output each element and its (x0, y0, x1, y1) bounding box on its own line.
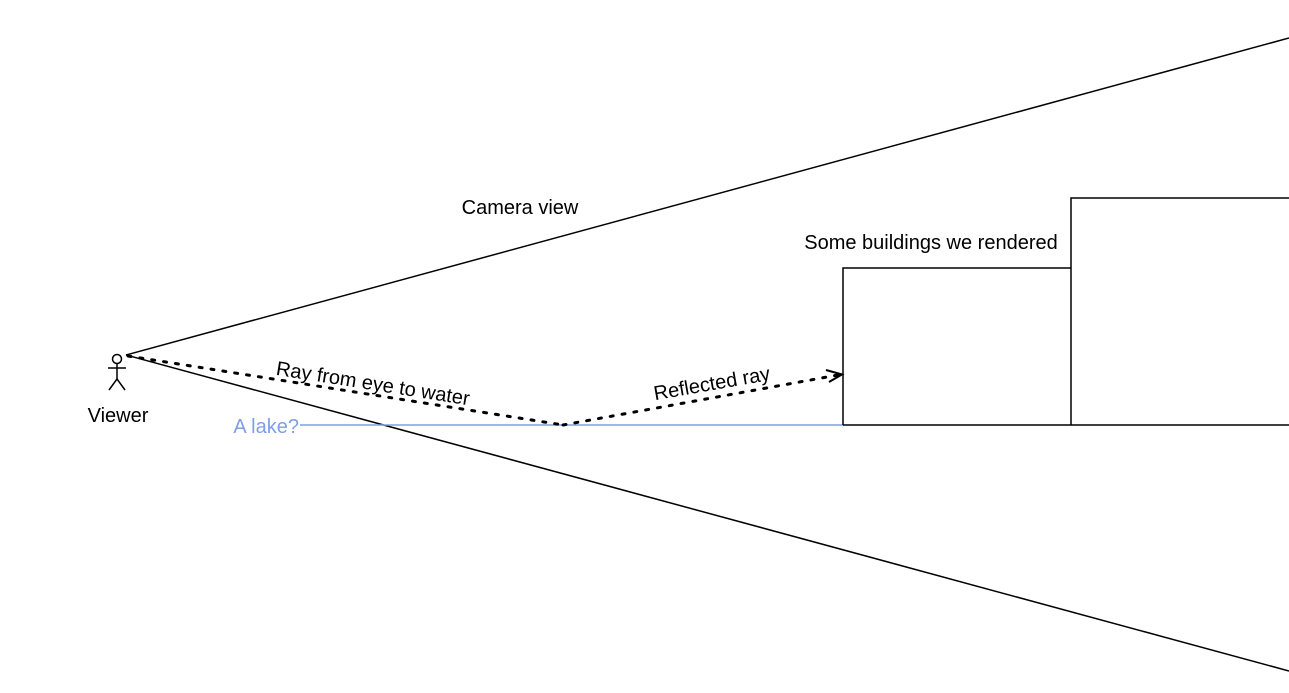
reflected-ray-arrowhead (825, 369, 845, 383)
viewer-label: Viewer (88, 405, 149, 427)
ray-eye-to-water (126, 354, 565, 427)
building-small (842, 267, 1071, 425)
reflected-ray (561, 373, 840, 427)
lake-label: A lake? (233, 416, 299, 438)
reflected-ray-label: Reflected ray (652, 363, 772, 405)
ray-to-water-label: Ray from eye to water (275, 358, 472, 410)
camera-view-upper-edge (125, 37, 1289, 356)
building-tall (1070, 197, 1289, 425)
camera-view-lower-edge (125, 354, 1289, 672)
buildings-label: Some buildings we rendered (804, 232, 1058, 254)
stick-figure-icon (108, 353, 126, 391)
camera-view-label: Camera view (462, 197, 579, 219)
